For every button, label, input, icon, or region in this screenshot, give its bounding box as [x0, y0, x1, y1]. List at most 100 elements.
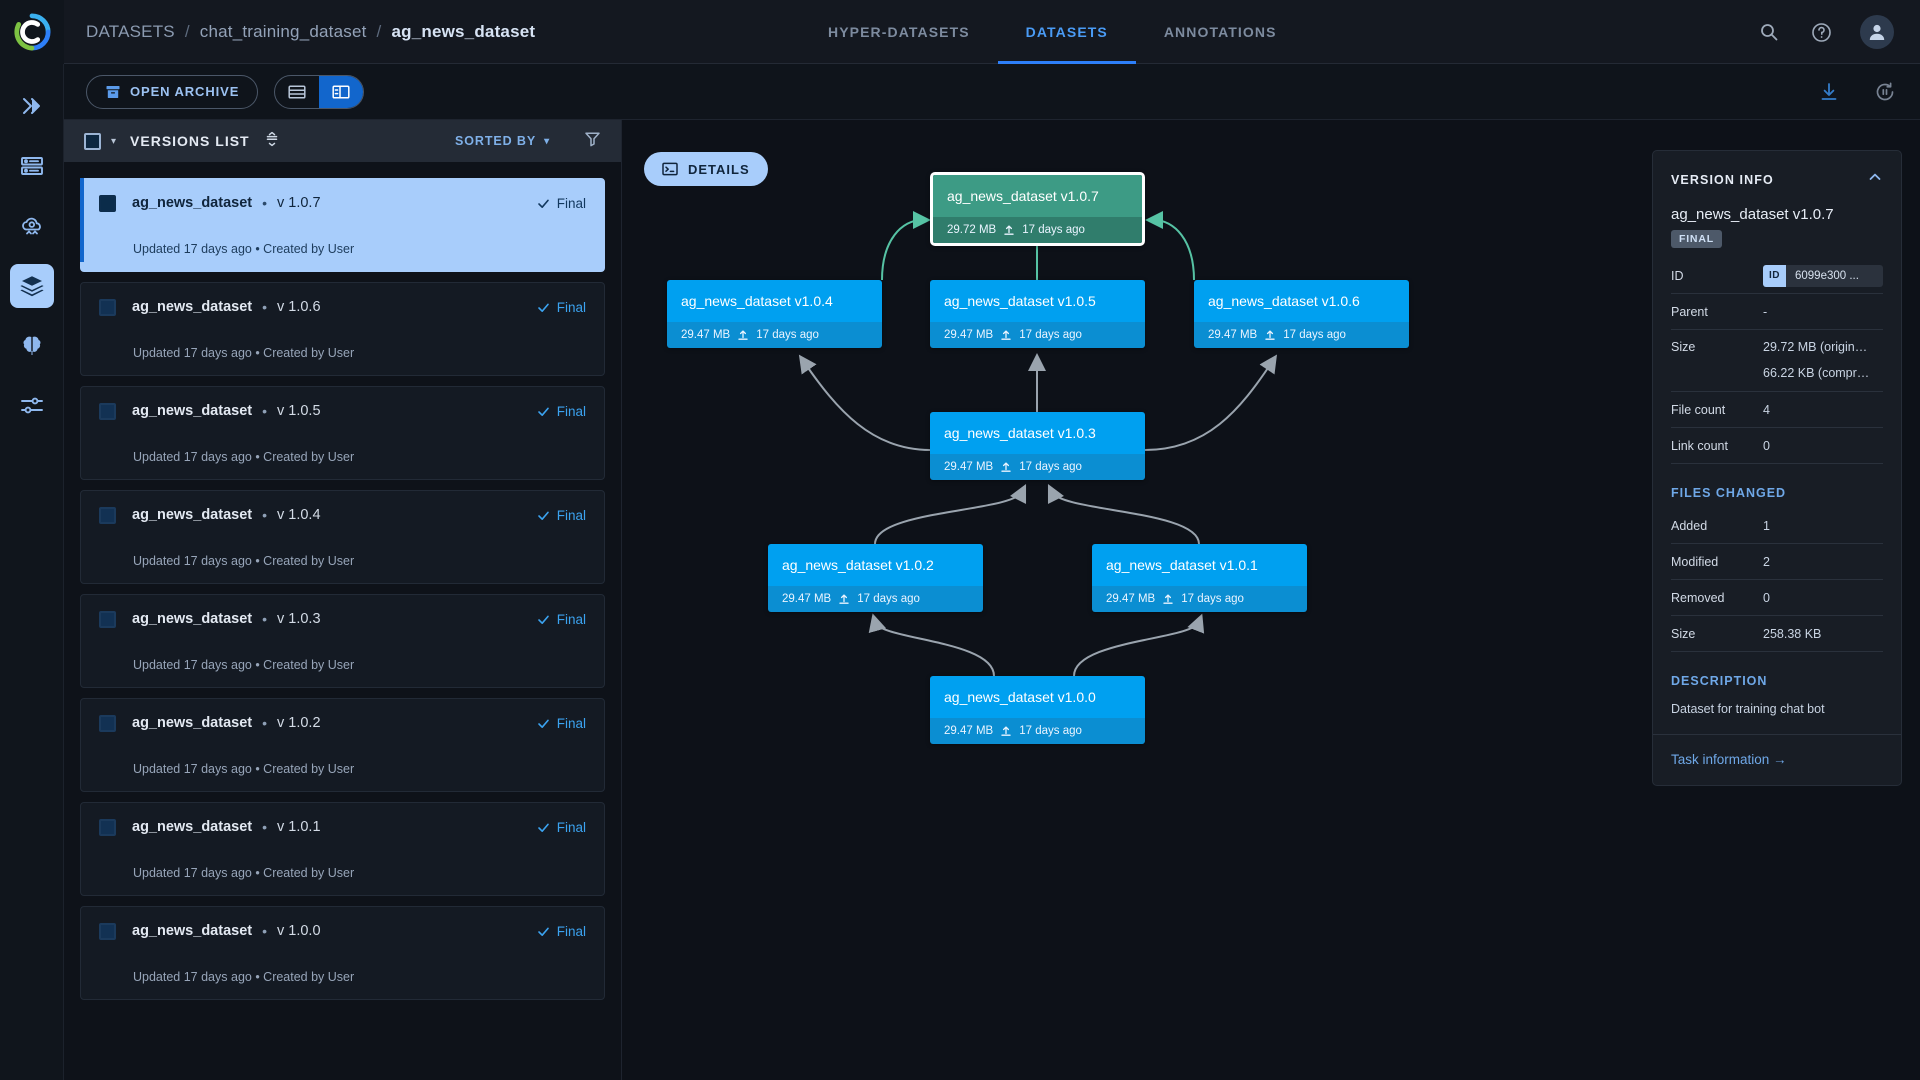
- sidebar-item-workers[interactable]: [10, 144, 54, 188]
- sidebar-item-orchestration[interactable]: [10, 204, 54, 248]
- separator-dot: •: [262, 299, 267, 315]
- row-checkbox[interactable]: [99, 402, 116, 420]
- sidebar-item-models[interactable]: [10, 324, 54, 368]
- version-status-badge: FINAL: [1671, 230, 1722, 248]
- tab-hyper-datasets[interactable]: HYPER-DATASETS: [828, 24, 970, 40]
- version-list-item[interactable]: ag_news_dataset • v 1.0.4 Final Updated …: [80, 490, 605, 584]
- node-footer: 29.47 MB 17 days ago: [930, 322, 1145, 348]
- row-checkbox[interactable]: [99, 714, 116, 732]
- graph-node-v1-0-3[interactable]: ag_news_dataset v1.0.3 29.47 MB 17 days …: [930, 412, 1145, 480]
- row-checkbox[interactable]: [99, 610, 116, 628]
- version-list-item[interactable]: ag_news_dataset • v 1.0.2 Final Updated …: [80, 698, 605, 792]
- graph-node-v1-0-5[interactable]: ag_news_dataset v1.0.5 29.47 MB 17 days …: [930, 280, 1145, 348]
- row-checkbox[interactable]: [99, 922, 116, 940]
- graph-node-v1-0-1[interactable]: ag_news_dataset v1.0.1 29.47 MB 17 days …: [1092, 544, 1307, 612]
- node-title: ag_news_dataset v1.0.4: [667, 280, 882, 322]
- tab-datasets[interactable]: DATASETS: [997, 0, 1137, 64]
- graph-node-v1-0-0[interactable]: ag_news_dataset v1.0.0 29.47 MB 17 days …: [930, 676, 1145, 744]
- check-icon: [537, 615, 549, 624]
- version-info-name: ag_news_dataset v1.0.7: [1671, 206, 1834, 223]
- graph-node-v1-0-7[interactable]: ag_news_dataset v1.0.7 29.72 MB 17 days …: [930, 172, 1145, 246]
- view-toggle-group: [274, 74, 365, 109]
- node-title: ag_news_dataset v1.0.0: [930, 676, 1145, 718]
- version-list-item[interactable]: ag_news_dataset • v 1.0.5 Final Updated …: [80, 386, 605, 480]
- version-name: ag_news_dataset: [132, 299, 253, 315]
- version-info-footer: Task information →: [1653, 734, 1901, 785]
- sorted-by-button[interactable]: SORTED BY ▾: [455, 134, 550, 148]
- open-archive-button[interactable]: OPEN ARCHIVE: [86, 74, 259, 109]
- version-info-body: ag_news_dataset v1.0.7 FINAL ID ID 6099e…: [1653, 190, 1901, 716]
- sidebar-item-settings[interactable]: [10, 384, 54, 428]
- sort-icon[interactable]: [264, 131, 280, 152]
- row-checkbox[interactable]: [99, 194, 116, 212]
- files-changed-row-size: Size 258.38 KB: [1671, 616, 1883, 652]
- versions-list-title: VERSIONS LIST: [130, 133, 250, 149]
- node-size: 29.47 MB: [944, 461, 994, 473]
- sidebar-item-datasets[interactable]: [9, 264, 54, 308]
- split-view-button[interactable]: [319, 75, 364, 108]
- version-list-item[interactable]: ag_news_dataset • v 1.0.6 Final Updated …: [80, 282, 605, 376]
- select-all-checkbox[interactable]: [84, 132, 101, 150]
- help-icon[interactable]: [1808, 19, 1834, 45]
- version-list-item[interactable]: ag_news_dataset • v 1.0.7 Final Updated …: [80, 178, 605, 272]
- upload-icon: [1001, 462, 1011, 472]
- info-key: Size: [1671, 626, 1696, 641]
- version-name: ag_news_dataset: [132, 715, 253, 731]
- files-changed-row-removed: Removed 0: [1671, 580, 1883, 616]
- upload-icon: [1004, 225, 1014, 235]
- graph-node-v1-0-6[interactable]: ag_news_dataset v1.0.6 29.47 MB 17 days …: [1194, 280, 1409, 348]
- upload-icon: [839, 594, 849, 604]
- search-icon[interactable]: [1756, 19, 1782, 45]
- select-all-chevron-down-icon[interactable]: ▾: [111, 135, 117, 147]
- auto-refresh-icon[interactable]: [1872, 79, 1898, 105]
- app-logo[interactable]: [0, 0, 64, 64]
- status-badge: Final: [537, 404, 586, 419]
- info-row-parent: Parent -: [1671, 294, 1883, 330]
- graph-node-v1-0-4[interactable]: ag_news_dataset v1.0.4 29.47 MB 17 days …: [667, 280, 882, 348]
- chevron-up-icon[interactable]: [1867, 169, 1883, 190]
- row-checkbox[interactable]: [99, 506, 116, 524]
- status-badge: Final: [537, 196, 586, 211]
- info-value-original: 29.72 MB (origin…: [1763, 340, 1868, 354]
- details-button[interactable]: DETAILS: [644, 152, 768, 186]
- filter-icon[interactable]: [584, 130, 601, 152]
- info-value: -: [1763, 304, 1768, 319]
- breadcrumb-current: ag_news_dataset: [391, 21, 536, 41]
- task-information-link[interactable]: Task information →: [1671, 752, 1787, 767]
- avatar[interactable]: [1860, 15, 1894, 49]
- versions-list-panel: ▾ VERSIONS LIST SORTED BY ▾ ag_news_dat: [64, 120, 622, 1080]
- toolbar: OPEN ARCHIVE: [64, 64, 1920, 120]
- id-chip[interactable]: ID 6099e300 ...: [1763, 264, 1883, 287]
- row-checkbox[interactable]: [99, 298, 116, 316]
- files-changed-row-added: Added 1: [1671, 508, 1883, 544]
- versions-list-scroll[interactable]: ag_news_dataset • v 1.0.7 Final Updated …: [64, 162, 621, 1080]
- version-list-item[interactable]: ag_news_dataset • v 1.0.3 Final Updated …: [80, 594, 605, 688]
- check-icon: [537, 303, 549, 312]
- server-rack-icon: [20, 157, 43, 175]
- node-footer: 29.47 MB 17 days ago: [1194, 322, 1409, 348]
- node-size: 29.47 MB: [782, 593, 832, 605]
- node-size: 29.47 MB: [944, 329, 994, 341]
- node-size: 29.47 MB: [1106, 593, 1156, 605]
- separator-dot: •: [262, 923, 267, 939]
- version-meta: Updated 17 days ago • Created by User: [133, 866, 355, 880]
- version-list-item[interactable]: ag_news_dataset • v 1.0.0 Final Updated …: [80, 906, 605, 1000]
- version-list-item[interactable]: ag_news_dataset • v 1.0.1 Final Updated …: [80, 802, 605, 896]
- separator-dot: •: [262, 611, 267, 627]
- node-age: 17 days ago: [756, 329, 819, 341]
- breadcrumb-parent[interactable]: chat_training_dataset: [199, 21, 367, 41]
- breadcrumb-root[interactable]: DATASETS: [86, 21, 175, 41]
- graph-node-v1-0-2[interactable]: ag_news_dataset v1.0.2 29.47 MB 17 days …: [768, 544, 983, 612]
- download-icon[interactable]: [1816, 79, 1842, 105]
- list-view-button[interactable]: [275, 76, 319, 108]
- node-footer: 29.47 MB 17 days ago: [1092, 586, 1307, 612]
- open-archive-label: OPEN ARCHIVE: [130, 84, 240, 99]
- clearml-logo-icon: [14, 12, 51, 51]
- tab-annotations[interactable]: ANNOTATIONS: [1163, 24, 1277, 40]
- sidebar-item-pipelines[interactable]: [10, 84, 54, 128]
- versions-list-header: ▾ VERSIONS LIST SORTED BY ▾: [64, 120, 621, 162]
- row-checkbox[interactable]: [99, 818, 116, 836]
- info-value-compressed: 66.22 KB (compr…: [1763, 366, 1870, 380]
- upload-icon: [1001, 726, 1011, 736]
- info-value: 1: [1763, 518, 1770, 533]
